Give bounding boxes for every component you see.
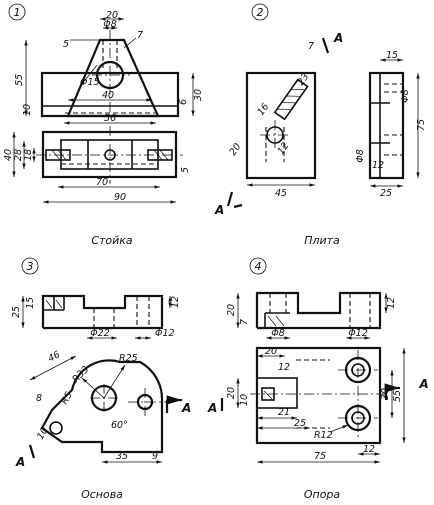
- svg-text:7: 7: [308, 41, 314, 52]
- figure-4: 4: [207, 257, 429, 501]
- svg-text:4: 4: [255, 260, 262, 273]
- svg-text:21: 21: [278, 407, 290, 418]
- svg-text:25: 25: [294, 418, 306, 429]
- svg-text:75: 75: [416, 119, 427, 131]
- svg-text:90: 90: [114, 192, 126, 203]
- figure-1-number: 1: [8, 3, 26, 21]
- svg-text:Φ8: Φ8: [355, 149, 366, 163]
- svg-text:25: 25: [380, 188, 392, 199]
- svg-text:56: 56: [104, 113, 116, 124]
- svg-text:3: 3: [27, 260, 34, 273]
- figure-1-front-view: [40, 30, 180, 120]
- svg-text:16: 16: [255, 102, 271, 118]
- svg-text:12: 12: [278, 362, 290, 373]
- section-label-a-top: A: [333, 31, 343, 45]
- svg-text:5: 5: [180, 167, 191, 173]
- svg-text:60°: 60°: [111, 420, 128, 431]
- svg-text:Φ12: Φ12: [155, 328, 175, 339]
- svg-text:Φ22: Φ22: [90, 328, 110, 339]
- svg-text:Φ8: Φ8: [103, 19, 117, 30]
- figure-1-top-view: [36, 126, 183, 184]
- svg-text:6: 6: [178, 99, 189, 105]
- svg-text:9: 9: [152, 451, 158, 462]
- section-label-a-bottom: A: [214, 203, 224, 217]
- svg-text:1: 1: [14, 6, 21, 19]
- svg-text:28: 28: [13, 149, 24, 161]
- figure-3-number: 3: [21, 257, 39, 275]
- svg-text:2: 2: [257, 6, 264, 19]
- svg-text:Φ8: Φ8: [271, 328, 285, 339]
- svg-text:Φ8: Φ8: [400, 89, 411, 103]
- svg-text:R12: R12: [314, 430, 333, 441]
- svg-text:20: 20: [106, 10, 118, 21]
- figure-3-dimensions: 25 15 Φ22 Φ12 12 46 R25 R33 8 R5 10 60° …: [11, 296, 181, 464]
- section-label-a-right: A: [418, 377, 428, 391]
- figure-4-front-view: [255, 291, 382, 330]
- figure-4-top-view: [250, 346, 385, 445]
- svg-text:Φ15: Φ15: [80, 77, 100, 88]
- svg-text:12: 12: [363, 444, 375, 455]
- section-label-a-left: A: [15, 455, 25, 469]
- svg-text:R25: R25: [119, 353, 138, 364]
- section-label-a-left: A: [207, 401, 217, 415]
- figure-3: 3 A A: [11, 257, 191, 501]
- svg-text:46: 46: [46, 349, 62, 364]
- figure-2-dimensions: 7 23 16 20 12 45 15 Φ8 Φ8 75 12 25: [227, 41, 427, 199]
- svg-text:40: 40: [3, 149, 14, 161]
- svg-text:20: 20: [265, 346, 277, 357]
- svg-text:40: 40: [102, 90, 114, 101]
- svg-text:18: 18: [23, 149, 34, 161]
- svg-text:12: 12: [386, 297, 397, 309]
- svg-text:20: 20: [226, 387, 237, 399]
- figure-3-front-view: [41, 294, 164, 330]
- svg-text:8: 8: [36, 393, 42, 404]
- figure-4-number: 4: [249, 257, 267, 275]
- svg-text:75: 75: [314, 451, 326, 462]
- figure-4-caption: Опора: [304, 488, 341, 501]
- figure-2-side-view: [368, 71, 405, 180]
- figure-2-section-marks: A A: [214, 31, 343, 217]
- figure-2-front-view: [245, 71, 317, 180]
- svg-text:20: 20: [227, 142, 243, 158]
- figure-1: 1: [3, 3, 204, 247]
- svg-text:30: 30: [193, 89, 204, 101]
- svg-text:15: 15: [25, 297, 36, 309]
- figure-3-caption: Основа: [81, 488, 123, 501]
- svg-text:10: 10: [22, 104, 33, 116]
- figure-1-caption: Стойка: [91, 234, 133, 247]
- svg-text:Φ12: Φ12: [348, 328, 368, 339]
- svg-text:7: 7: [137, 30, 143, 41]
- svg-text:10: 10: [239, 394, 250, 406]
- svg-text:20: 20: [226, 304, 237, 316]
- figure-2-caption: Плита: [304, 234, 340, 247]
- section-label-a-right: A: [181, 401, 191, 415]
- svg-text:35: 35: [116, 451, 128, 462]
- figure-3-section-marks: A A: [15, 395, 191, 469]
- svg-text:30: 30: [380, 388, 391, 400]
- svg-text:15: 15: [386, 50, 398, 61]
- figure-2: 2: [214, 3, 427, 247]
- svg-text:25: 25: [11, 306, 22, 318]
- svg-text:70: 70: [96, 177, 108, 188]
- figure-1-dimensions: 20 Φ8 7 5 Φ15 55 10 40 56 6 30 40 28 18: [3, 10, 204, 204]
- svg-text:12: 12: [372, 160, 384, 171]
- svg-text:5: 5: [63, 39, 69, 50]
- figure-3-top-view: [40, 359, 175, 454]
- svg-text:12: 12: [170, 296, 181, 308]
- figure-2-number: 2: [251, 3, 269, 21]
- svg-text:10: 10: [35, 426, 51, 442]
- svg-text:7: 7: [239, 319, 250, 325]
- svg-text:45: 45: [275, 188, 287, 199]
- svg-text:R5: R5: [59, 390, 75, 406]
- svg-text:55: 55: [14, 74, 25, 86]
- svg-text:55: 55: [392, 390, 403, 402]
- figure-4-dimensions: 20 7 Φ8 Φ12 12 20 12 20 10 30 55 21 25 R…: [226, 293, 406, 464]
